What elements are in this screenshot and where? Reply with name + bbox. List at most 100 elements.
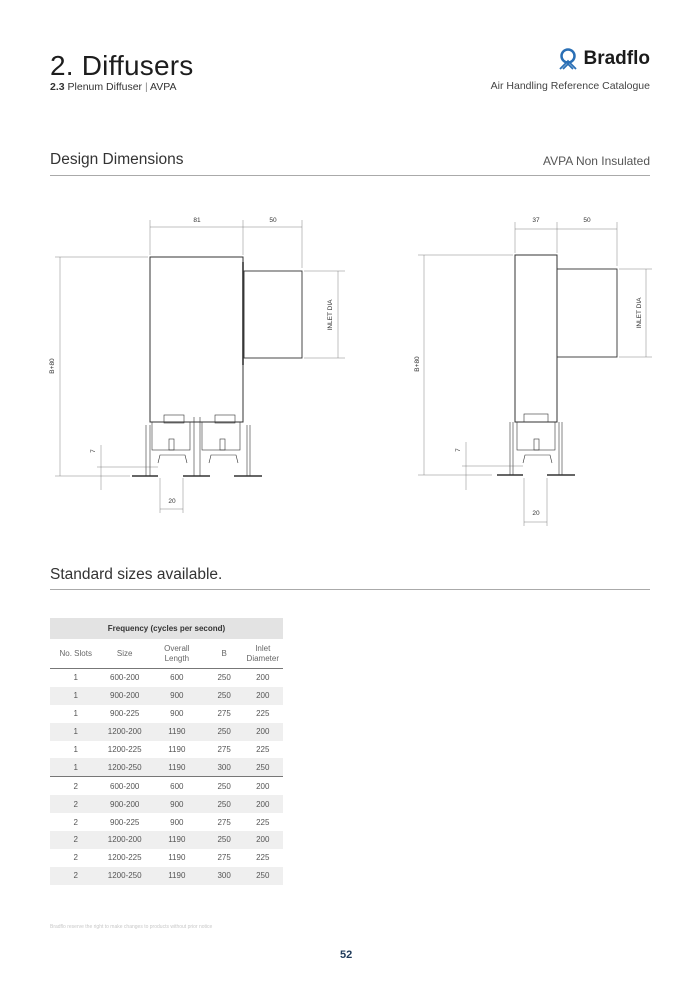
page-number: 52 [340,949,353,961]
brand-logo: Bradflo [558,48,651,70]
table-row: 2 600-200 600 250 200 [50,777,283,795]
design-dimensions-heading: Design Dimensions [50,151,184,168]
dim-slot-right: 20 [532,510,540,517]
table-cell: 200 [242,722,283,741]
dim-inlet-dia-right: INLET DIA [636,297,643,329]
dim-height-left: B+80 [49,358,56,374]
dim-slot-left: 20 [168,498,176,505]
table-cell: 2 [73,781,78,791]
table-cell: 1200-225 [107,853,142,863]
table-cell: 1200-200 [101,831,148,849]
table-cell: 600-200 [110,673,140,683]
divider [50,175,650,176]
dim-inlet-right: 50 [583,217,591,224]
table-cell: 200 [256,781,270,791]
table-cell: 2 [50,866,102,885]
table-cell: 250 [217,673,231,683]
table-cell: 1 [73,709,78,719]
table-cell: 250 [205,795,243,814]
table-cell: 2 [73,817,78,827]
table-cell: 1190 [147,866,206,885]
design-drawings: 81 50 B+80 INLET DIA 7 20 37 50 B+80 INL… [49,217,652,526]
drawing-two-slot [55,220,345,513]
column-header: No. Slots [50,639,102,669]
table-cell: 900-200 [101,686,148,705]
table-cell: 1 [50,686,102,705]
table-cell: 2 [73,853,78,863]
section-number: 2.3 [50,81,65,93]
table-cell: 300 [205,866,243,885]
table-cell: 900 [147,795,206,814]
table-cell: 1 [50,722,102,741]
table-cell: 1 [73,745,78,754]
table-cell: 1190 [147,831,206,849]
table-cell: 275 [217,745,231,754]
table-cell: 250 [217,781,231,791]
column-header: Overall Length [147,639,206,669]
table-cell: 275 [217,817,231,827]
column-header: B [205,639,243,669]
table-cell: 250 [242,866,283,885]
table-cell: 1200-225 [107,745,142,754]
table-cell: 900 [147,686,206,705]
table-cell: 600-200 [110,781,140,791]
table-cell: 600 [170,781,184,791]
table-cell: 900-200 [101,795,148,814]
table-cell: 1 [50,758,102,778]
table-cell: 225 [256,709,270,719]
table-cell: 1190 [168,853,186,863]
dim-width-right: 37 [532,217,540,224]
bradflo-logo-icon [558,48,577,70]
table-cell: 1200-250 [101,758,148,778]
dim-inlet-dia-left: INLET DIA [327,299,334,331]
table-cell: 300 [205,758,243,778]
table-cell: 275 [217,853,231,863]
table-cell: 200 [256,673,270,683]
separator: | [144,81,148,93]
table-cell: 200 [242,831,283,849]
table-row: 2 1200-225 1190 275 225 [50,849,283,867]
table-cell: 225 [256,853,270,863]
table-cell: 225 [256,745,270,754]
dim-width-left: 81 [193,217,201,224]
table-cell: 1200-250 [101,866,148,885]
table-caption: Frequency (cycles per second) [50,618,283,639]
divider [50,589,650,590]
drawing-one-slot [418,222,652,526]
table-cell: 200 [242,686,283,705]
table-cell: 900 [170,709,184,719]
variant-label: AVPA Non Insulated [543,154,650,168]
column-header: Size [101,639,148,669]
table-cell: 900 [170,817,184,827]
dim-height-right: B+80 [414,356,421,372]
dim-inlet-left: 50 [269,217,277,224]
product-code: AVPA [150,81,177,93]
page-title: 2. Diffusers [50,50,194,81]
table-cell: 250 [205,686,243,705]
dim-lip-left: 7 [90,449,97,453]
brand-name: Bradflo [583,48,651,69]
section-name: Plenum Diffuser [67,81,143,93]
disclaimer: Bradflo reserve the right to make change… [50,924,213,930]
table-cell: 2 [50,795,102,814]
table-cell: 225 [256,817,270,827]
table-cell: 1190 [147,722,206,741]
table-cell: 250 [205,831,243,849]
table-cell: 275 [217,709,231,719]
breadcrumb: 2.3 Plenum Diffuser | AVPA [50,81,177,93]
sizes-table: Frequency (cycles per second) No. Slots … [50,618,283,885]
catalogue-name: Air Handling Reference Catalogue [490,80,650,92]
table-cell: 600 [170,673,184,683]
table-cell: 250 [242,758,283,778]
table-cell: 200 [242,795,283,814]
table-cell: 2 [50,831,102,849]
table-cell: 1200-200 [101,722,148,741]
